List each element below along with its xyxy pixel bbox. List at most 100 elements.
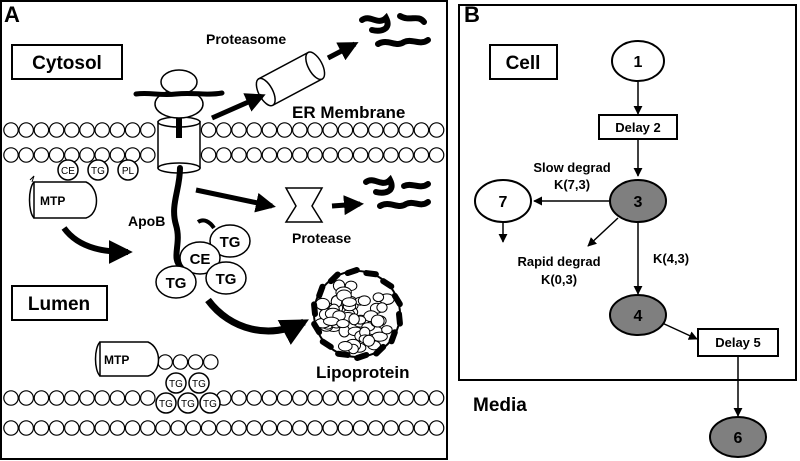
lipoprotein-droplet [376, 302, 388, 313]
lipoprotein-apob-segment [354, 351, 370, 361]
membrane-lipid-circle [140, 390, 156, 406]
svg-text:TG: TG [192, 379, 206, 390]
membrane-lipid-circle [246, 420, 262, 436]
lumen-label: Lumen [28, 294, 90, 315]
membrane-lipid-circle [428, 122, 445, 138]
membrane-lipid-circle [3, 420, 19, 436]
lipoprotein-apob-segment [363, 270, 379, 278]
panel-a: A Cytosol Lumen ER Membrane Proteasome [0, 0, 448, 460]
membrane-lipid-circle [185, 420, 202, 436]
proteasome-label: Proteasome [206, 31, 286, 47]
apob-chain [171, 165, 185, 271]
membrane-lipid-circle [383, 122, 399, 138]
membrane-lipid-circle [48, 122, 65, 138]
membrane-lipid-circle [261, 147, 278, 163]
membrane-lipid-circle [109, 122, 126, 138]
membrane-lipid-circle [246, 122, 262, 138]
membrane-lipid-circle [64, 420, 80, 436]
membrane-lipid-circle [231, 390, 247, 406]
membrane-lipid-circle [367, 390, 384, 406]
lipoprotein-apob-segment [327, 271, 341, 285]
slow-degrad-label: Slow degrad [533, 160, 610, 175]
lumen-tg-3: TG [155, 392, 177, 414]
membrane-lipid-circle [231, 122, 247, 138]
membrane-lipid-circle [200, 122, 217, 138]
panel-b-letter: B [464, 2, 480, 27]
lipoprotein-droplet [348, 313, 360, 326]
lipoprotein-arrow [205, 297, 309, 345]
membrane-lipid-circle [413, 420, 430, 436]
membrane-lipid-circle [203, 354, 219, 370]
membrane-lipid-ce: CE [57, 159, 79, 181]
cytosol-label-box [11, 44, 123, 80]
membrane-lipid-circle [307, 390, 323, 406]
membrane-lipid-circle [79, 390, 95, 406]
arrow-proteasome-out [326, 41, 359, 61]
svg-text:CE: CE [190, 251, 211, 268]
lipoprotein-apob-segment [396, 311, 403, 327]
k73-label: K(7,3) [554, 177, 590, 192]
membrane-lipid-pl: PL [117, 159, 139, 181]
lipoprotein-droplet [362, 334, 375, 347]
membrane-lipid-circle [337, 390, 354, 406]
protease-icon [284, 187, 324, 223]
membrane-lipid-circle [3, 147, 19, 163]
membrane-lipid-tg: TG [87, 159, 109, 181]
arrow-to-protease [195, 187, 276, 213]
node-6: 6 [709, 416, 767, 458]
svg-text:3: 3 [634, 194, 643, 211]
membrane-lipid-circle [231, 420, 247, 436]
svg-text:TG: TG [91, 166, 105, 177]
svg-text:PL: PL [122, 166, 135, 177]
membrane-lipid-circle [337, 122, 354, 138]
membrane-lipid-circle [367, 122, 384, 138]
lipoprotein-apob-segment [391, 292, 403, 308]
svg-text:TG: TG [203, 399, 217, 410]
membrane-lipid-circle [48, 420, 65, 436]
node-delay-2: Delay 2 [598, 114, 678, 140]
translocon-icon [157, 116, 201, 174]
membrane-lipid-circle [216, 147, 232, 163]
membrane-lipid-circle [428, 147, 445, 163]
membrane-lipid-circle [216, 420, 232, 436]
membrane-lipid-circle [170, 420, 186, 436]
lipoprotein-apob-segment [344, 267, 360, 277]
lipoprotein-apob-segment [316, 283, 326, 299]
lumen-tg-5: TG [199, 392, 221, 414]
membrane-lipid-circle [413, 390, 430, 406]
rapid-degrad-label: Rapid degrad [517, 254, 600, 269]
ribosome-icon [133, 69, 225, 119]
svg-text:TG: TG [181, 399, 195, 410]
membrane-lipid-circle [18, 147, 34, 163]
lumen-label-box [11, 285, 108, 321]
protease-label: Protease [292, 230, 351, 246]
svg-text:6: 6 [734, 430, 743, 447]
node-3: 3 [609, 179, 667, 223]
membrane-lipid-circle [94, 420, 110, 436]
apob-lipid-tg1: TG [209, 224, 251, 258]
lipoprotein-apob-segment [380, 278, 395, 290]
membrane-lipid-circle [79, 122, 95, 138]
cytosol-label: Cytosol [32, 53, 102, 74]
membrane-lipid-circle [322, 122, 338, 138]
membrane-lipid-circle [231, 147, 247, 163]
membrane-lipid-circle [276, 122, 293, 138]
edge-3-rapid [587, 217, 619, 247]
cell-label: Cell [506, 53, 541, 74]
membrane-lipid-circle [413, 122, 430, 138]
membrane-lipid-circle [140, 147, 156, 163]
er-membrane-label: ER Membrane [292, 103, 405, 122]
membrane-lipid-circle [94, 390, 110, 406]
membrane-lipid-circle [109, 390, 126, 406]
membrane-lipid-circle [352, 122, 369, 138]
membrane-lipid-circle [18, 122, 34, 138]
membrane-lipid-circle [322, 147, 338, 163]
membrane-lipid-circle [187, 354, 204, 370]
svg-text:1: 1 [634, 54, 643, 71]
svg-text:Delay 5: Delay 5 [715, 335, 761, 350]
membrane-lipid-circle [124, 420, 141, 436]
membrane-lipid-circle [200, 420, 217, 436]
panel-a-letter: A [4, 2, 20, 27]
membrane-lipid-circle [398, 147, 414, 163]
